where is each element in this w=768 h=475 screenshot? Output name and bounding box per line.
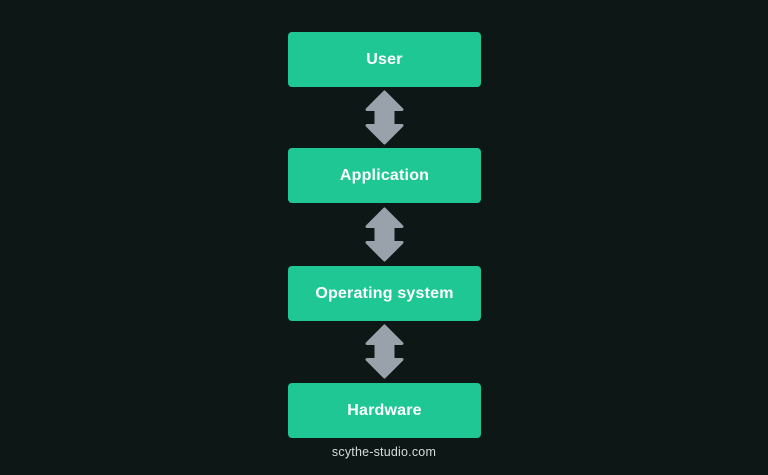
layer-label: Hardware (347, 401, 422, 419)
layer-box-application: Application (288, 148, 481, 203)
layer-box-operating-system: Operating system (288, 266, 481, 321)
layer-label: User (366, 50, 403, 68)
layer-box-hardware: Hardware (288, 383, 481, 438)
layer-label: Operating system (315, 284, 454, 302)
layer-box-user: User (288, 32, 481, 87)
double-arrow-icon (364, 206, 405, 263)
double-arrow-icon (364, 323, 405, 380)
layer-label: Application (339, 166, 430, 184)
footer-watermark: scythe-studio.com (331, 445, 437, 459)
double-arrow-icon (364, 89, 405, 146)
